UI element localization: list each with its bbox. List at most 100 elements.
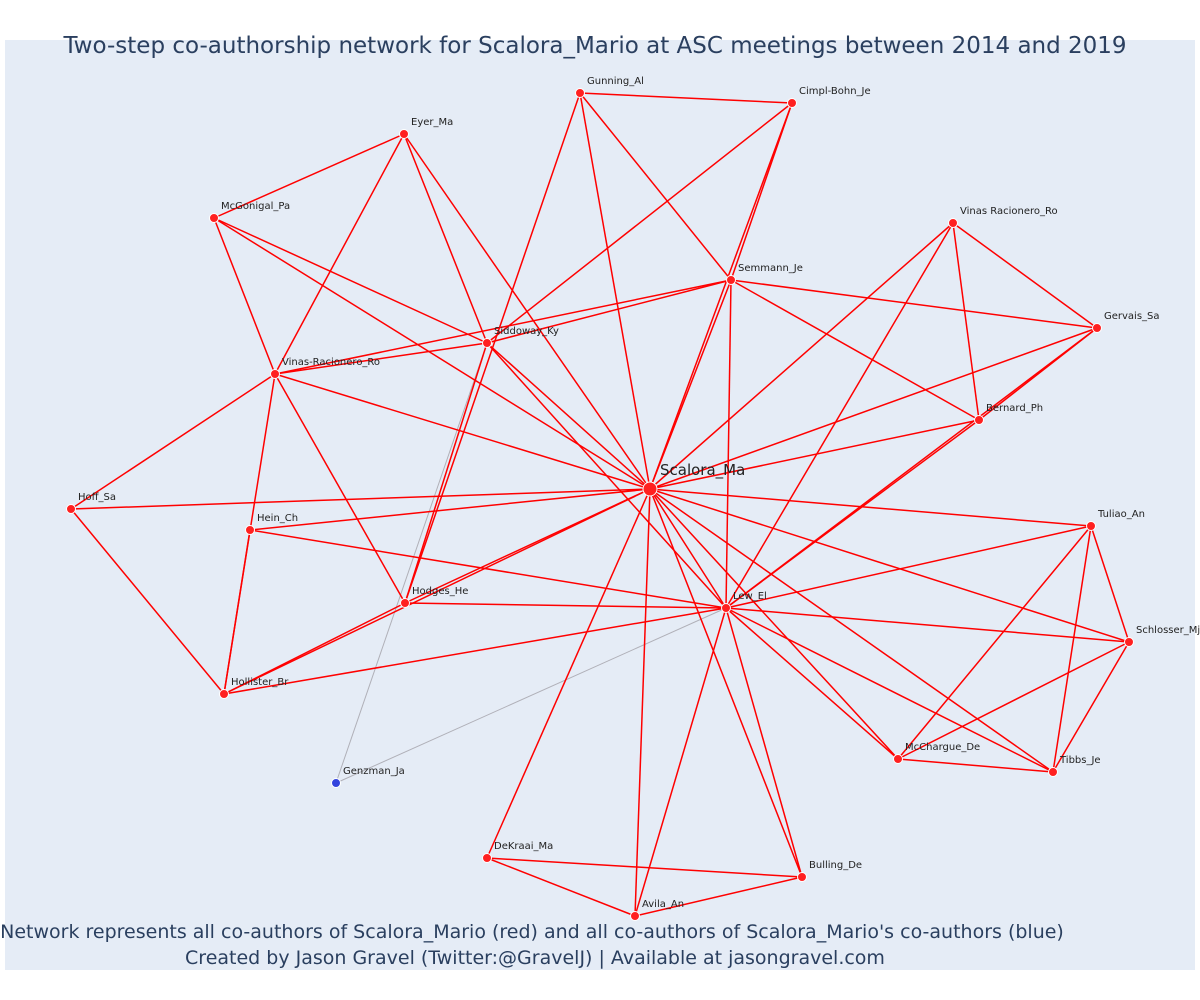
edge-tuliao-an-lew-el — [725, 525, 1092, 609]
edge-tuliao-an-tibbs-je — [1052, 525, 1092, 773]
grey-edge-genzman-ja-lew-el — [335, 607, 727, 784]
node-semmann-je[interactable] — [726, 275, 736, 285]
node-tuliao-an[interactable] — [1086, 521, 1096, 531]
nodes-layer — [66, 88, 1134, 921]
edge-eyer-ma-mcgonigal-pa — [213, 133, 405, 219]
node-label-gervais-sa: Gervais_Sa — [1104, 311, 1160, 322]
edge-scalora-ma-lew-el — [649, 488, 727, 609]
edge-eyer-ma-vinas-racionero-ro — [274, 133, 405, 375]
node-siddoway-ky[interactable] — [482, 338, 492, 348]
edge-mcchargue-de-tibbs-je — [897, 758, 1054, 773]
node-label-bulling-de: Bulling_De — [809, 860, 862, 871]
edge-scalora-ma-hoff-sa — [70, 488, 651, 510]
caption-line-2: Created by Jason Gravel (Twitter:@Gravel… — [185, 947, 885, 969]
edge-scalora-ma-avila-an — [634, 488, 651, 917]
edge-dekraai-ma-avila-an — [486, 857, 636, 917]
node-bernard-ph[interactable] — [974, 415, 984, 425]
node-hein-ch[interactable] — [245, 525, 255, 535]
edge-mcgonigal-pa-vinas-racionero-ro — [213, 217, 276, 375]
node-label-avila-an: Avila_An — [642, 899, 684, 910]
node-gervais-sa[interactable] — [1092, 323, 1102, 333]
node-dekraai-ma[interactable] — [482, 853, 492, 863]
chart-title: Two-step co-authorship network for Scalo… — [62, 33, 1126, 59]
node-cimpl-bohn-je[interactable] — [787, 98, 797, 108]
edge-scalora-ma-bernard-ph — [649, 419, 980, 490]
edges-layer — [70, 92, 1130, 917]
node-mcgonigal-pa[interactable] — [209, 213, 219, 223]
node-vinas-racionero-ro[interactable] — [270, 369, 280, 379]
edge-scalora-ma-gunning-al — [579, 92, 651, 490]
node-label-lew-el: Lew_El — [733, 591, 767, 602]
edge-vinas-racionero-ro-lew-el — [725, 222, 954, 609]
edge-eyer-ma-siddoway-ky — [403, 133, 488, 344]
node-label-schlosser-mj: Schlosser_Mj — [1136, 625, 1200, 636]
edge-scalora-ma-tibbs-je — [649, 488, 1054, 773]
edge-scalora-ma-cimpl-bohn-je — [649, 102, 793, 490]
node-lew-el[interactable] — [721, 603, 731, 613]
node-avila-an[interactable] — [630, 911, 640, 921]
edge-scalora-ma-hollister-br — [223, 488, 651, 695]
node-label-gunning-al: Gunning_Al — [587, 76, 644, 87]
edge-lew-el-hollister-br — [223, 607, 727, 695]
edge-lew-el-tibbs-je — [725, 607, 1054, 773]
grey-edge-genzman-ja-siddoway-ky — [335, 342, 488, 784]
caption-line-1: Network represents all co-authors of Sca… — [0, 921, 1064, 943]
edge-vinas-racionero-ro-hodges-he — [274, 373, 406, 604]
edge-schlosser-mj-tibbs-je — [1052, 641, 1130, 773]
edge-scalora-ma-dekraai-ma — [486, 488, 651, 859]
edge-vinas-racionero-ro-hoff-sa — [70, 373, 276, 510]
node-label-vinas-racionero-ro: Vinas-Racionero_Ro — [282, 357, 380, 368]
edge-scalora-ma-vinas-racionero-ro — [274, 373, 651, 490]
node-eyer-ma[interactable] — [399, 129, 409, 139]
edge-bernard-ph-lew-el — [725, 419, 980, 609]
node-gunning-al[interactable] — [575, 88, 585, 98]
edge-scalora-ma-semmann-je — [649, 279, 732, 490]
edge-cimpl-bohn-je-siddoway-ky — [486, 102, 793, 344]
node-label-eyer-ma: Eyer_Ma — [411, 117, 453, 128]
node-vinas-racionero-ro[interactable] — [948, 218, 958, 228]
node-scalora-ma[interactable] — [642, 481, 658, 497]
node-bulling-de[interactable] — [797, 872, 807, 882]
edge-siddoway-ky-hodges-he — [404, 342, 488, 604]
edge-tuliao-an-schlosser-mj — [1090, 525, 1130, 643]
node-label-hein-ch: Hein_Ch — [257, 513, 298, 524]
node-label-semmann-je: Semmann_Je — [738, 263, 803, 274]
node-mcchargue-de[interactable] — [893, 754, 903, 764]
edge-hein-ch-lew-el — [249, 529, 727, 609]
node-genzman-ja[interactable] — [331, 778, 341, 788]
edge-semmann-je-bernard-ph — [730, 279, 980, 421]
node-tibbs-je[interactable] — [1048, 767, 1058, 777]
edge-dekraai-ma-bulling-de — [486, 857, 803, 878]
node-label-vinas-racionero-ro: Vinas Racionero_Ro — [960, 206, 1058, 217]
edge-bulling-de-avila-an — [634, 876, 803, 917]
node-label-tuliao-an: Tuliao_An — [1097, 509, 1145, 520]
edge-scalora-ma-hein-ch — [249, 488, 651, 531]
edge-schlosser-mj-mcchargue-de — [897, 641, 1130, 760]
node-label-dekraai-ma: DeKraai_Ma — [494, 841, 553, 852]
edge-tuliao-an-mcchargue-de — [897, 525, 1092, 760]
node-hollister-br[interactable] — [219, 689, 229, 699]
node-hodges-he[interactable] — [400, 598, 410, 608]
node-schlosser-mj[interactable] — [1124, 637, 1134, 647]
edge-semmann-je-gervais-sa — [730, 279, 1098, 329]
edge-cimpl-bohn-je-semmann-je — [730, 102, 793, 281]
edge-scalora-ma-siddoway-ky — [486, 342, 651, 490]
edge-gunning-al-semmann-je — [579, 92, 732, 281]
node-label-genzman-ja: Genzman_Ja — [343, 766, 405, 777]
edge-vinas-racionero-ro-bernard-ph — [952, 222, 980, 421]
node-label-siddoway-ky: Siddoway_Ky — [494, 326, 559, 337]
node-label-scalora-ma: Scalora_Ma — [660, 461, 745, 480]
edge-siddoway-ky-lew-el — [486, 342, 727, 609]
edge-semmann-je-vinas-racionero-ro — [274, 279, 732, 375]
edge-scalora-ma-mcchargue-de — [649, 488, 899, 760]
node-label-hollister-br: Hollister_Br — [231, 677, 289, 688]
node-label-hodges-he: Hodges_He — [412, 586, 468, 597]
edge-scalora-ma-vinas-racionero-ro — [649, 222, 954, 490]
node-hoff-sa[interactable] — [66, 504, 76, 514]
edge-scalora-ma-schlosser-mj — [649, 488, 1130, 643]
edge-lew-el-schlosser-mj — [725, 607, 1130, 643]
node-label-cimpl-bohn-je: Cimpl-Bohn_Je — [799, 86, 871, 97]
edge-semmann-je-siddoway-ky — [486, 279, 732, 344]
edge-lew-el-avila-an — [634, 607, 727, 917]
